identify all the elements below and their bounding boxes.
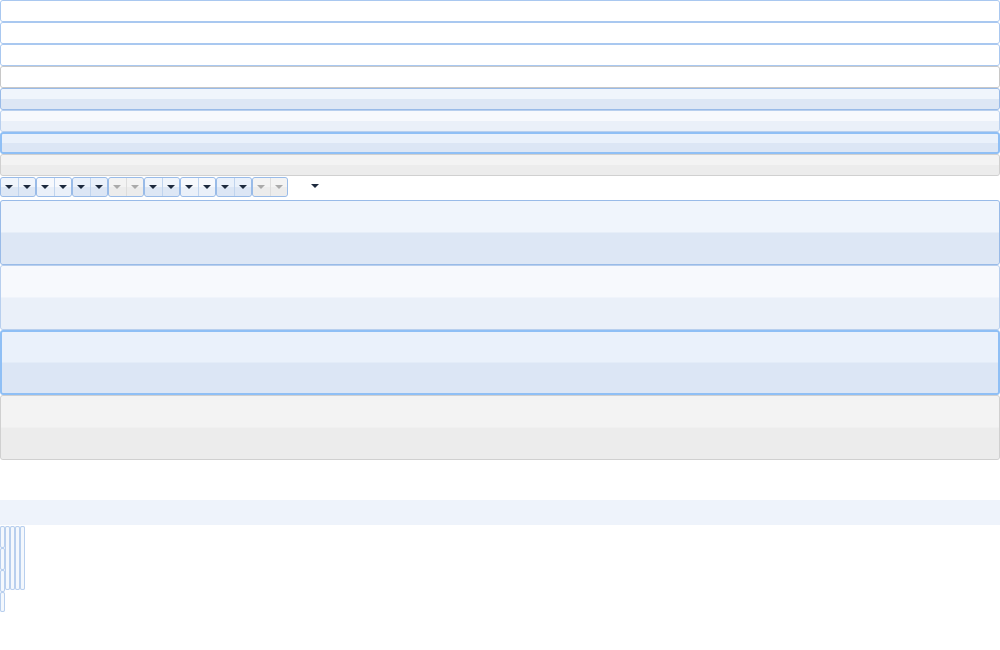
chevron-down-icon [77, 185, 86, 189]
large-button-disabled[interactable] [0, 395, 1000, 460]
vertical-button[interactable] [20, 526, 25, 590]
vertical-button[interactable] [10, 526, 15, 590]
vertical-button[interactable] [0, 570, 5, 592]
chevron-down-icon [58, 185, 67, 189]
split-arrow-trigger[interactable] [235, 178, 252, 196]
small-button-focus[interactable] [0, 132, 1000, 154]
split-button-light[interactable] [36, 177, 72, 197]
chevron-down-icon [94, 185, 103, 189]
split-arrow-trigger[interactable] [1, 178, 19, 196]
split-arrow-trigger[interactable] [253, 178, 271, 196]
split-arrow-trigger[interactable] [181, 178, 199, 196]
chevron-down-icon [149, 185, 158, 189]
chevron-down-icon [130, 185, 139, 189]
chevron-down-icon [221, 185, 230, 189]
split-arrow-trigger[interactable] [73, 178, 91, 196]
small-button-normal[interactable] [0, 22, 1000, 44]
large-button-light[interactable] [0, 265, 1000, 330]
small-button-normal[interactable] [0, 0, 1000, 22]
chevron-down-icon [238, 185, 247, 189]
toolbar-band [0, 500, 1000, 525]
small-button-plain[interactable] [0, 66, 1000, 88]
chevron-down-icon [202, 185, 211, 189]
chevron-down-icon [185, 185, 194, 189]
split-arrow-trigger[interactable] [37, 178, 55, 196]
split-button-focus[interactable] [216, 177, 252, 197]
small-button-normal[interactable] [0, 44, 1000, 66]
small-button-disabled[interactable] [0, 154, 1000, 176]
split-button-over[interactable] [144, 177, 180, 197]
chevron-down-icon [257, 185, 266, 189]
chevron-down-icon [274, 185, 283, 189]
split-button-focus[interactable] [72, 177, 108, 197]
chevron-down-icon [166, 185, 175, 189]
chevron-down-icon[interactable] [311, 184, 319, 188]
split-arrow-trigger[interactable] [217, 178, 235, 196]
vertical-button[interactable] [15, 526, 20, 590]
large-button-over[interactable] [0, 200, 1000, 265]
split-arrow-trigger[interactable] [19, 178, 36, 196]
split-arrow-trigger[interactable] [271, 178, 288, 196]
chevron-down-icon [5, 185, 14, 189]
split-arrow-trigger[interactable] [163, 178, 180, 196]
chevron-down-icon [41, 185, 50, 189]
split-arrow-trigger[interactable] [109, 178, 127, 196]
split-button-light[interactable] [180, 177, 216, 197]
split-button-disabled[interactable] [252, 177, 288, 197]
split-arrow-trigger[interactable] [127, 178, 144, 196]
vertical-button[interactable] [0, 592, 5, 612]
split-arrow-trigger[interactable] [55, 178, 72, 196]
small-button-light[interactable] [0, 110, 1000, 132]
vertical-button[interactable] [0, 548, 5, 570]
split-arrow-trigger[interactable] [145, 178, 163, 196]
chevron-down-icon [22, 185, 31, 189]
small-button-over[interactable] [0, 88, 1000, 110]
split-arrow-trigger[interactable] [91, 178, 108, 196]
vertical-button[interactable] [5, 526, 10, 590]
chevron-down-icon [113, 185, 122, 189]
split-button-over[interactable] [0, 177, 36, 197]
split-button-disabled[interactable] [108, 177, 144, 197]
split-arrow-trigger[interactable] [199, 178, 216, 196]
vertical-button[interactable] [0, 526, 5, 548]
large-button-focus[interactable] [0, 330, 1000, 395]
